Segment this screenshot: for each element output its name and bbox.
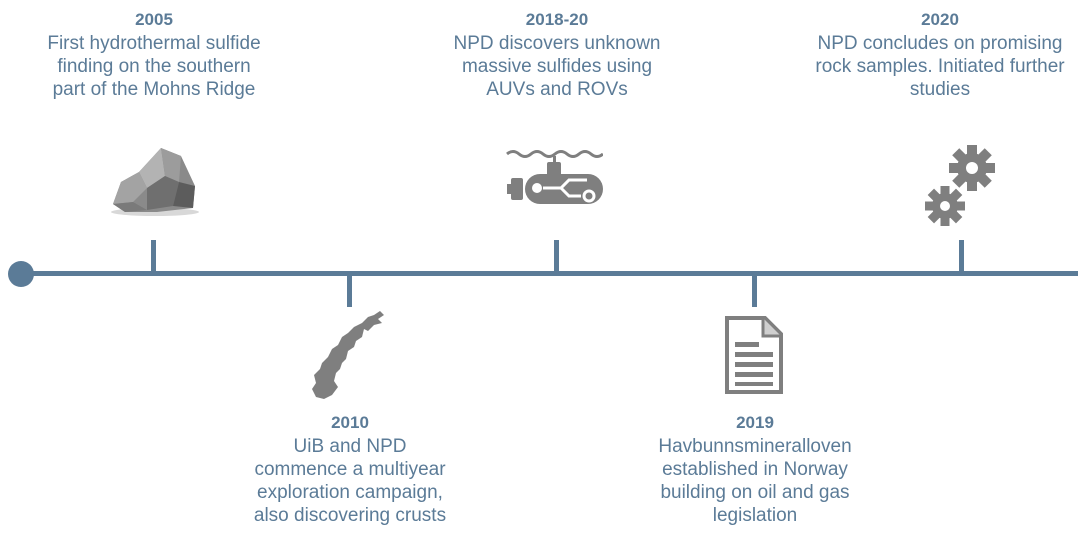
gears-icon bbox=[924, 144, 998, 226]
timeline-start-dot bbox=[8, 261, 34, 287]
event-year: 2010 bbox=[331, 413, 369, 432]
event-year: 2020 bbox=[921, 10, 959, 29]
event-2010: 2010 UiB and NPD commence a multiyear ex… bbox=[200, 413, 500, 527]
event-year: 2018-20 bbox=[525, 10, 589, 29]
event-description: Havbunnsmineralloven established in Norw… bbox=[658, 436, 852, 526]
tick-2010 bbox=[347, 274, 352, 307]
event-description: First hydrothermal sulfide finding on th… bbox=[47, 33, 261, 100]
event-description: NPD concludes on promising rock samples.… bbox=[815, 33, 1065, 100]
event-year: 2005 bbox=[135, 10, 173, 29]
tick-2018-20 bbox=[554, 240, 559, 273]
tick-2005 bbox=[151, 240, 156, 273]
event-2005: 2005 First hydrothermal sulfide finding … bbox=[4, 10, 304, 101]
event-2018-20: 2018-20 NPD discovers unknown massive su… bbox=[407, 10, 707, 101]
event-year: 2019 bbox=[736, 413, 774, 432]
event-description: NPD discovers unknown massive sulfides u… bbox=[453, 33, 661, 100]
rock-icon bbox=[103, 142, 201, 218]
document-icon bbox=[723, 314, 785, 396]
tick-2019 bbox=[752, 274, 757, 307]
timeline-axis bbox=[22, 271, 1078, 276]
norway-map-icon bbox=[308, 307, 388, 403]
submarine-icon bbox=[503, 148, 603, 220]
tick-2020 bbox=[959, 240, 964, 273]
event-description: UiB and NPD commence a multiyear explora… bbox=[253, 436, 447, 526]
event-2020: 2020 NPD concludes on promising rock sam… bbox=[790, 10, 1078, 101]
event-2019: 2019 Havbunnsmineralloven established in… bbox=[605, 413, 905, 527]
